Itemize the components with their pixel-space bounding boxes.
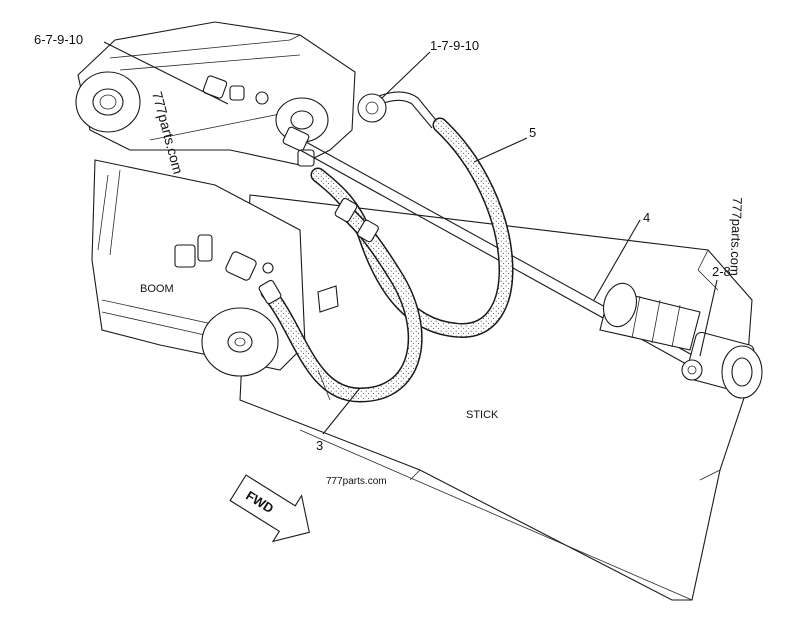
flange-fitting [357, 93, 387, 123]
watermark-right: 777parts.com [727, 197, 745, 276]
clip-bracket [317, 285, 339, 401]
stick-label: STICK [466, 409, 499, 421]
watermark-center: 777parts.com [326, 476, 387, 487]
callout-4: 4 [643, 210, 650, 225]
leader-lines [103, 41, 718, 435]
fwd-arrow: FWD [229, 474, 310, 543]
boom-fittings [174, 234, 274, 281]
callout-6-7-9-10: 6-7-9-10 [34, 32, 83, 47]
hose-fittings [258, 197, 379, 305]
cylinder [599, 282, 763, 399]
callout-3: 3 [316, 438, 323, 453]
callout-2-8: 2-8 [712, 264, 731, 279]
stick-body [239, 194, 753, 601]
upper-fittings [202, 75, 315, 167]
link-pin-left [75, 71, 141, 133]
callout-1-7-9-10: 1-7-9-10 [430, 38, 479, 53]
boom-label: BOOM [140, 283, 174, 295]
hose-3 [260, 204, 423, 403]
boom-pin [201, 307, 279, 377]
callout-5: 5 [529, 125, 536, 140]
